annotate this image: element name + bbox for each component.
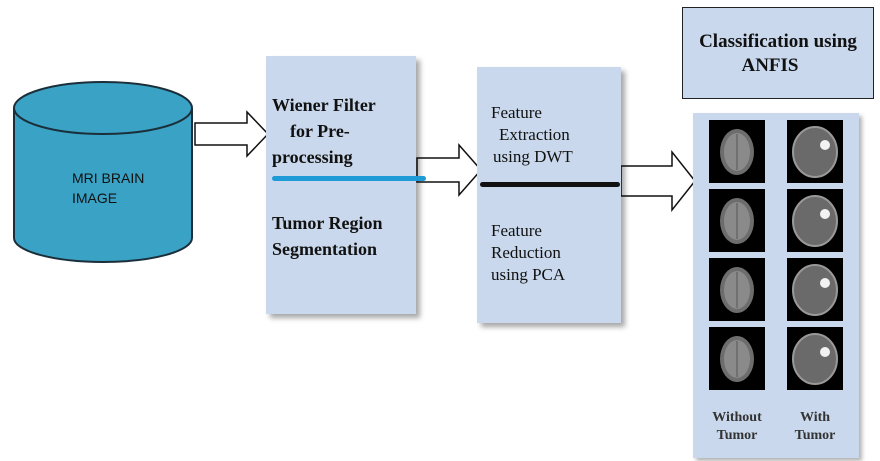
preprocessing-divider <box>272 176 426 181</box>
mri-thumbnail-without-tumor <box>709 327 765 390</box>
database-cylinder-icon <box>13 81 193 263</box>
arrow-to-features <box>416 143 482 197</box>
mri-thumbnail-without-tumor <box>709 189 765 252</box>
mri-label-line2: IMAGE <box>72 190 118 206</box>
feature-reduction-text: Feature Reduction using PCA <box>491 220 621 286</box>
mri-thumbnail-with-tumor <box>787 258 843 321</box>
with-line: With <box>799 410 831 425</box>
segmentation-text: Tumor Region Segmentation <box>272 210 422 262</box>
feature-extraction-text: Feature Extraction using DWT <box>489 102 619 168</box>
arrow-to-classification <box>620 149 696 213</box>
extraction-line2: Extraction <box>499 125 570 144</box>
reduction-line2: Reduction <box>491 243 561 262</box>
extraction-line1: Feature <box>491 103 542 122</box>
reduction-line1: Feature <box>491 221 542 240</box>
feature-box <box>477 67 621 323</box>
preprocessing-box <box>266 56 416 314</box>
mri-thumbnail-without-tumor <box>709 120 765 183</box>
classification-text: Classification using ANFIS <box>682 30 874 78</box>
classification-line2: ANFIS <box>741 55 799 76</box>
with-tumor-label: With Tumor <box>779 409 851 445</box>
without-line: Without <box>712 410 762 425</box>
segmentation-line1: Tumor Region <box>272 213 383 233</box>
arrow-to-preprocessing <box>194 110 270 158</box>
without-tumor-label: Without Tumor <box>697 409 777 445</box>
mri-brain-image-label: MRI BRAIN IMAGE <box>72 168 182 208</box>
feature-divider <box>480 182 620 187</box>
extraction-line3: using DWT <box>493 147 573 166</box>
mri-thumbnail-with-tumor <box>787 327 843 390</box>
wiener-line2: for Pre- <box>290 121 350 141</box>
wiener-line1: Wiener Filter <box>272 95 376 115</box>
wiener-filter-text: Wiener Filter for Pre- processing <box>272 92 422 170</box>
reduction-line3: using PCA <box>491 265 566 284</box>
with-tumor-line: Tumor <box>794 428 836 443</box>
mri-thumbnail-with-tumor <box>787 120 843 183</box>
classification-box <box>682 7 874 99</box>
mri-label-line1: MRI BRAIN <box>72 170 145 186</box>
results-panel: Without Tumor With Tumor <box>693 113 859 458</box>
mri-thumbnail-without-tumor <box>709 258 765 321</box>
wiener-line3: processing <box>272 147 353 167</box>
segmentation-line2: Segmentation <box>272 239 377 259</box>
classification-line1: Classification using <box>699 31 857 52</box>
without-tumor-line: Tumor <box>716 428 758 443</box>
mri-thumbnail-with-tumor <box>787 189 843 252</box>
